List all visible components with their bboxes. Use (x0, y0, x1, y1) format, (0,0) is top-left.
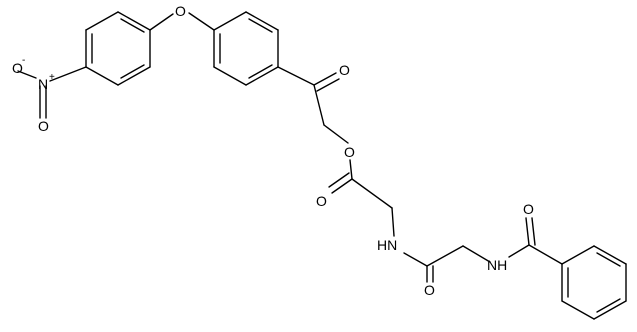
benzoyl-ring (561, 245, 627, 320)
nitro-n-charge: + (49, 72, 55, 83)
ketone-linker (277, 66, 349, 144)
ether-bridge (149, 12, 215, 31)
amide-carbonyl-o-label-1: O (424, 282, 435, 298)
nitro-o-minus-charge: - (22, 55, 25, 66)
amide-nh-label-2: NH (487, 257, 507, 273)
glycine-amide-1 (391, 207, 491, 283)
benzoyl-carbonyl-o-label: O (523, 201, 534, 217)
nitro-o-minus-label: O (12, 60, 23, 76)
nitrophenyl-ring (85, 11, 151, 86)
ester-carbonyl-o-label: O (316, 193, 327, 209)
nitro-o-label: O (38, 118, 49, 134)
benzamide-carbonyl (508, 217, 563, 265)
atom-labels: O - N + O O O O O HN O NH O (12, 3, 534, 298)
ester-o-label: O (344, 144, 355, 160)
ketone-o-label: O (339, 62, 350, 78)
phenoxyphenyl-ring (213, 11, 279, 86)
ether-o-label: O (175, 3, 186, 19)
nitro-n-label: N (38, 76, 48, 92)
amide-nh-label-1: HN (377, 237, 397, 253)
nitro-group (17, 66, 87, 119)
ester-group (328, 159, 393, 209)
